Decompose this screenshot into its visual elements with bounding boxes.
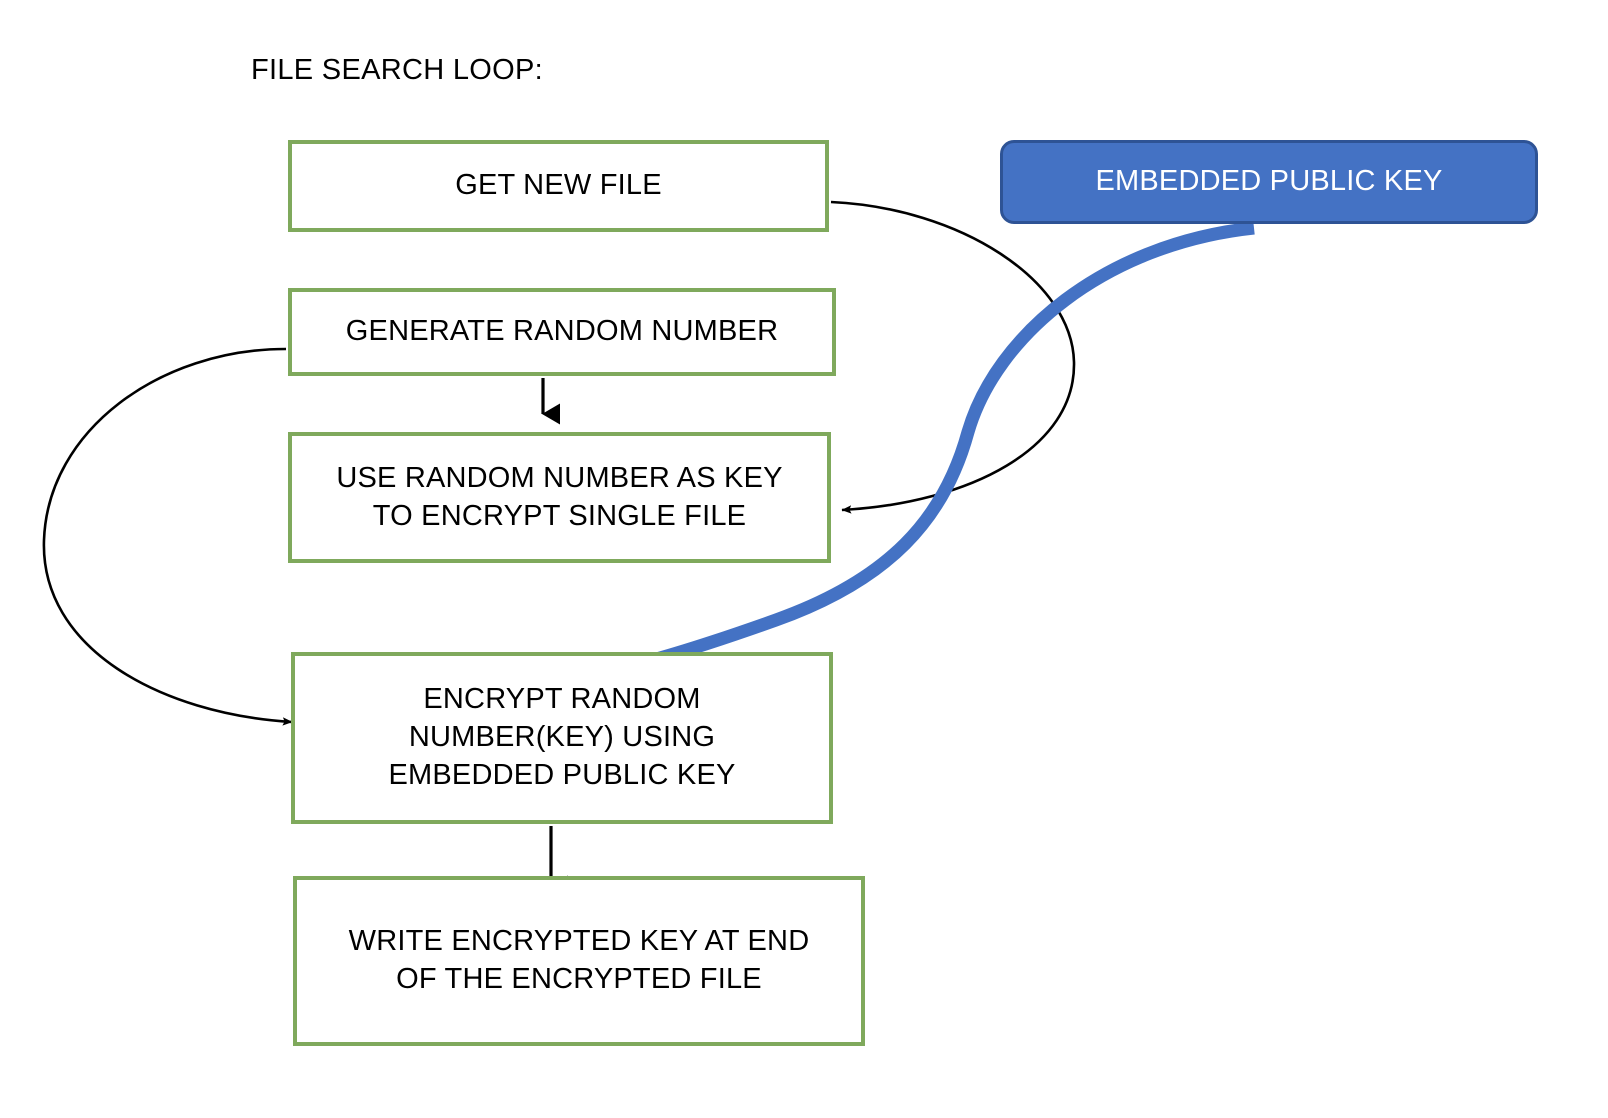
page-title: FILE SEARCH LOOP: xyxy=(251,54,543,86)
node-use-random-number-as-key[interactable]: USE RANDOM NUMBER AS KEY TO ENCRYPT SING… xyxy=(288,432,831,563)
node-embedded-public-key[interactable]: EMBEDDED PUBLIC KEY xyxy=(1000,140,1538,224)
node-embedded-public-key-label: EMBEDDED PUBLIC KEY xyxy=(1095,165,1443,198)
node-write-encrypted-key[interactable]: WRITE ENCRYPTED KEY AT END OF THE ENCRYP… xyxy=(293,876,865,1046)
node-write-encrypted-key-line2: OF THE ENCRYPTED FILE xyxy=(396,963,762,995)
node-encrypt-random-number-line3: EMBEDDED PUBLIC KEY xyxy=(388,758,736,791)
edge-get-new-file-to-use-random-number xyxy=(830,200,1076,514)
node-encrypt-random-number[interactable]: ENCRYPT RANDOM NUMBER(KEY) USING EMBEDDE… xyxy=(291,652,833,824)
edge-generate-to-encrypt-random-number xyxy=(42,347,293,726)
node-use-random-number-line2: TO ENCRYPT SINGLE FILE xyxy=(372,499,747,532)
node-get-new-file-label: GET NEW FILE xyxy=(455,169,662,202)
node-encrypt-random-number-line2: NUMBER(KEY) USING xyxy=(408,721,716,754)
node-generate-random-number-label: GENERATE RANDOM NUMBER xyxy=(345,315,779,348)
node-use-random-number-line1: USE RANDOM NUMBER AS KEY xyxy=(336,461,783,494)
node-encrypt-random-number-line1: ENCRYPT RANDOM xyxy=(423,683,701,716)
node-write-encrypted-key-line1: WRITE ENCRYPTED KEY AT END xyxy=(348,925,810,958)
node-get-new-file[interactable]: GET NEW FILE xyxy=(288,140,829,232)
node-generate-random-number[interactable]: GENERATE RANDOM NUMBER xyxy=(288,288,836,376)
